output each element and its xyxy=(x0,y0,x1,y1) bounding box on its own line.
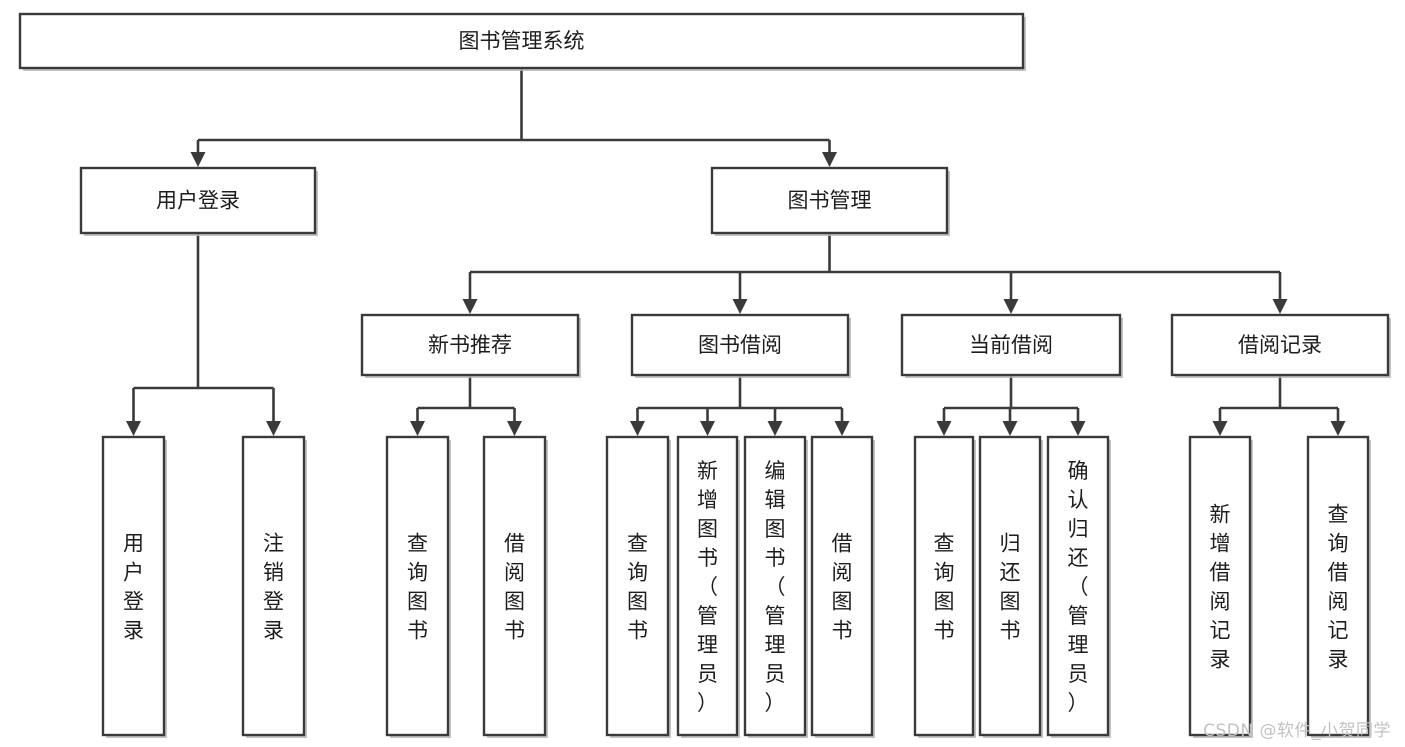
node-label: 编辑图书（管理员） xyxy=(765,459,786,715)
arrow-head-icon xyxy=(1212,421,1228,436)
arrow-head-icon xyxy=(1003,299,1019,314)
connector-group-new-book-recommend xyxy=(410,375,522,436)
node-box[interactable] xyxy=(101,435,166,737)
node-box[interactable] xyxy=(978,435,1042,737)
arrow-head-icon xyxy=(630,421,645,436)
node-new-book-recommend[interactable]: 新书推荐 xyxy=(360,313,581,378)
node-box[interactable] xyxy=(1188,435,1252,737)
nodes-layer: 图书管理系统用户登录图书管理新书推荐图书借阅当前借阅借阅记录用户登录注销登录查询… xyxy=(18,12,1391,738)
arrow-head-icon xyxy=(507,421,522,436)
arrow-head-icon xyxy=(266,421,281,436)
node-label: 注销登录 xyxy=(263,532,284,643)
node-label: 图书管理 xyxy=(788,189,872,213)
arrow-head-icon xyxy=(1272,299,1288,314)
node-label: 查询借阅记录 xyxy=(1328,503,1349,672)
node-label: 查询图书 xyxy=(627,532,648,643)
arrow-head-icon xyxy=(1070,421,1086,436)
node-label: 新增借阅记录 xyxy=(1210,503,1231,672)
node-box[interactable] xyxy=(900,313,1122,377)
node-label: 查询图书 xyxy=(407,532,428,643)
node-label: 当前借阅 xyxy=(969,333,1053,357)
node-leaf-query-book-cur[interactable]: 查询图书 xyxy=(913,435,976,738)
arrow-head-icon xyxy=(1002,421,1018,436)
node-label: 新增图书（管理员） xyxy=(697,459,718,715)
node-box[interactable] xyxy=(710,166,949,235)
node-book-borrow[interactable]: 图书借阅 xyxy=(630,313,851,378)
node-box[interactable] xyxy=(810,435,874,737)
arrow-head-icon xyxy=(126,421,141,436)
node-label: 归还图书 xyxy=(1000,532,1021,643)
node-box[interactable] xyxy=(1046,435,1110,737)
node-box[interactable] xyxy=(630,313,850,377)
node-box[interactable] xyxy=(605,435,670,737)
node-label: 新书推荐 xyxy=(428,333,512,357)
node-leaf-user-login[interactable]: 用户登录 xyxy=(101,435,167,738)
node-label: 借阅图书 xyxy=(504,532,525,643)
node-leaf-confirm-return[interactable]: 确认归还（管理员） xyxy=(1046,435,1111,738)
node-box[interactable] xyxy=(360,313,580,377)
node-label: 查询图书 xyxy=(934,532,955,643)
connector-group-user-login xyxy=(126,233,281,436)
node-leaf-return-book[interactable]: 归还图书 xyxy=(978,435,1043,738)
watermark-text: CSDN @软件_小贺同学 xyxy=(1203,721,1391,741)
node-box[interactable] xyxy=(385,435,450,737)
connectors-layer xyxy=(126,68,1346,436)
node-box[interactable] xyxy=(79,166,317,235)
node-box[interactable] xyxy=(676,435,739,737)
node-leaf-borrow-book-rec[interactable]: 借阅图书 xyxy=(482,435,548,738)
node-leaf-query-record[interactable]: 查询借阅记录 xyxy=(1306,435,1371,738)
node-book-manage[interactable]: 图书管理 xyxy=(710,166,950,236)
node-leaf-borrow-book[interactable]: 借阅图书 xyxy=(810,435,875,738)
connector-group-root xyxy=(190,68,837,167)
node-box[interactable] xyxy=(913,435,975,737)
node-box[interactable] xyxy=(18,12,1025,70)
node-user-login[interactable]: 用户登录 xyxy=(79,166,318,236)
node-leaf-edit-book[interactable]: 编辑图书（管理员） xyxy=(743,435,808,738)
node-leaf-query-book-rec[interactable]: 查询图书 xyxy=(385,435,451,738)
arrow-head-icon xyxy=(1330,421,1346,436)
connector-group-book-borrow xyxy=(630,375,850,436)
node-leaf-add-book[interactable]: 新增图书（管理员） xyxy=(676,435,740,738)
node-label: 借阅记录 xyxy=(1238,333,1322,357)
node-label: 图书借阅 xyxy=(698,333,782,357)
node-box[interactable] xyxy=(482,435,547,737)
node-box[interactable] xyxy=(743,435,807,737)
node-leaf-add-record[interactable]: 新增借阅记录 xyxy=(1188,435,1253,738)
node-box[interactable] xyxy=(241,435,306,737)
node-current-borrow[interactable]: 当前借阅 xyxy=(900,313,1123,378)
node-label: 用户登录 xyxy=(123,532,144,643)
node-root[interactable]: 图书管理系统 xyxy=(18,12,1026,71)
arrow-head-icon xyxy=(732,299,748,314)
node-leaf-query-book-borrow[interactable]: 查询图书 xyxy=(605,435,671,738)
arrow-head-icon xyxy=(700,421,715,436)
node-label: 借阅图书 xyxy=(832,532,853,643)
node-label: 确认归还（管理员） xyxy=(1068,459,1089,715)
node-box[interactable] xyxy=(1170,313,1390,377)
arrow-head-icon xyxy=(462,299,478,314)
node-leaf-user-logout[interactable]: 注销登录 xyxy=(241,435,307,738)
connector-group-current-borrow xyxy=(936,375,1086,436)
node-box[interactable] xyxy=(1306,435,1370,737)
arrow-head-icon xyxy=(767,421,783,436)
arrow-head-icon xyxy=(822,152,837,167)
node-label: 图书管理系统 xyxy=(459,29,585,53)
arrow-head-icon xyxy=(936,421,952,436)
node-label: 用户登录 xyxy=(156,189,240,213)
arrow-head-icon xyxy=(190,152,206,167)
arrow-head-icon xyxy=(410,421,425,436)
arrow-head-icon xyxy=(834,421,850,436)
connector-group-borrow-record xyxy=(1212,375,1346,436)
node-borrow-record[interactable]: 借阅记录 xyxy=(1170,313,1391,378)
connector-group-book-manage xyxy=(462,233,1288,314)
